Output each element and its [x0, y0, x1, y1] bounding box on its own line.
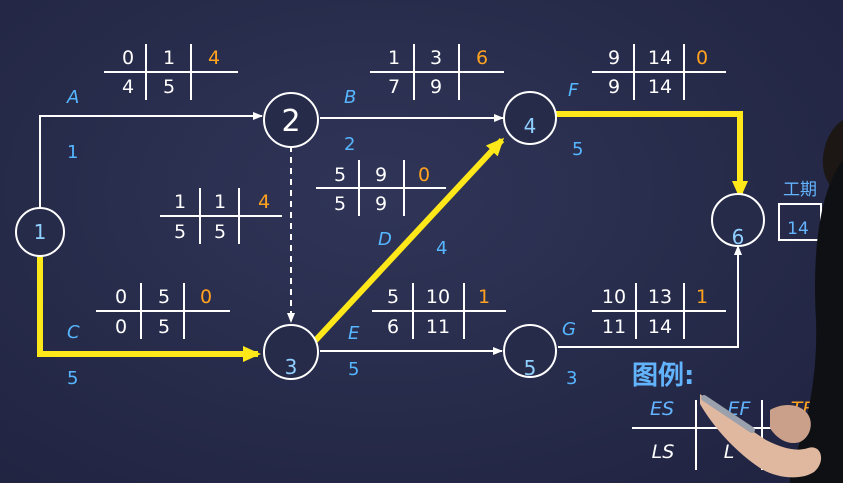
f-tf: 0: [696, 47, 708, 69]
param-grid-e: 5 10 1 6 11: [372, 283, 506, 339]
total-duration-value: 14: [787, 219, 809, 239]
f-es: 9: [608, 47, 620, 69]
a-tf: 4: [208, 47, 220, 69]
f-ef: 14: [648, 47, 672, 69]
b-lf: 9: [430, 76, 442, 98]
param-grid-a: 0 1 4 4 5: [104, 44, 238, 100]
d-tf: 0: [418, 164, 430, 186]
activity-d-duration: 4: [436, 238, 447, 259]
d-lf: 9: [375, 193, 387, 215]
e-ef: 10: [426, 286, 450, 308]
activity-e-name: E: [348, 323, 360, 344]
a-lf: 5: [163, 76, 175, 98]
node-3: 3: [263, 324, 319, 380]
param-grid-b: 1 3 6 7 9: [370, 44, 504, 100]
activity-g-name: G: [562, 319, 576, 340]
e-tf: 1: [478, 286, 490, 308]
g-tf: 1: [696, 286, 708, 308]
param-grid-f: 9 14 0 9 14: [592, 44, 726, 100]
param-grid-c: 0 5 0 0 5: [96, 283, 230, 339]
param-grid-d: 5 9 0 5 9: [316, 160, 446, 216]
arrow-g: [558, 245, 742, 348]
node-6-label: 6: [732, 225, 745, 249]
total-duration-label: 工期: [783, 180, 817, 200]
param-grid-dummy: 1 1 4 5 5: [160, 188, 282, 244]
a-ls: 4: [122, 76, 134, 98]
legend-title: 图例:: [632, 361, 694, 391]
activity-a-duration: 1: [67, 142, 78, 163]
c-lf: 5: [158, 316, 170, 338]
legend-es: ES: [650, 398, 674, 420]
d-es: 5: [334, 164, 346, 186]
legend-ls: LS: [652, 441, 675, 463]
node-6: 6: [711, 193, 765, 249]
dummy-lf: 5: [214, 221, 226, 243]
node-3-label: 3: [285, 355, 298, 379]
activity-d-name: D: [378, 229, 392, 250]
b-ef: 3: [430, 47, 442, 69]
arrow-a: [39, 112, 263, 208]
b-ls: 7: [388, 76, 400, 98]
activity-c-name: C: [67, 322, 80, 343]
g-ls: 11: [602, 316, 626, 338]
dummy-tf: 4: [258, 191, 270, 213]
node-1-label: 1: [34, 220, 47, 244]
activity-f-duration: 5: [572, 139, 583, 160]
node-2-label: 2: [281, 104, 300, 139]
g-lf: 14: [648, 316, 672, 338]
total-duration-box: 工期 14: [778, 180, 822, 241]
node-4: 4: [503, 91, 557, 145]
g-es: 10: [602, 286, 626, 308]
a-ef: 1: [163, 47, 175, 69]
c-es: 0: [115, 286, 127, 308]
c-tf: 0: [200, 286, 212, 308]
arrow-f-critical: [555, 111, 748, 199]
e-ls: 6: [387, 316, 399, 338]
node-1: 1: [15, 207, 65, 257]
node-2: 2: [263, 92, 319, 148]
activity-c-duration: 5: [67, 368, 78, 389]
activity-b-name: B: [344, 87, 356, 108]
e-lf: 11: [426, 316, 450, 338]
activity-f-name: F: [568, 80, 579, 101]
presenter-silhouette: [700, 120, 843, 483]
b-tf: 6: [476, 47, 488, 69]
dummy-es: 1: [174, 191, 186, 213]
activity-a-name: A: [66, 87, 79, 108]
activity-e-duration: 5: [348, 359, 359, 380]
legend-lf: L: [724, 441, 735, 463]
node-5: 5: [503, 324, 557, 380]
param-grid-g: 10 13 1 11 14: [592, 283, 726, 339]
c-ls: 0: [115, 316, 127, 338]
node-5-label: 5: [524, 356, 537, 380]
d-ls: 5: [334, 193, 346, 215]
activity-b-duration: 2: [344, 134, 355, 155]
dummy-ef: 1: [214, 191, 226, 213]
arrow-c-critical: [37, 256, 261, 362]
d-ef: 9: [375, 164, 387, 186]
activity-g-duration: 3: [566, 368, 577, 389]
f-lf: 14: [648, 76, 672, 98]
arrow-d-critical: [311, 137, 505, 345]
b-es: 1: [388, 47, 400, 69]
e-es: 5: [387, 286, 399, 308]
node-4-label: 4: [524, 114, 537, 138]
f-ls: 9: [608, 76, 620, 98]
dummy-ls: 5: [174, 221, 186, 243]
c-ef: 5: [158, 286, 170, 308]
a-es: 0: [122, 47, 134, 69]
g-ef: 13: [648, 286, 672, 308]
